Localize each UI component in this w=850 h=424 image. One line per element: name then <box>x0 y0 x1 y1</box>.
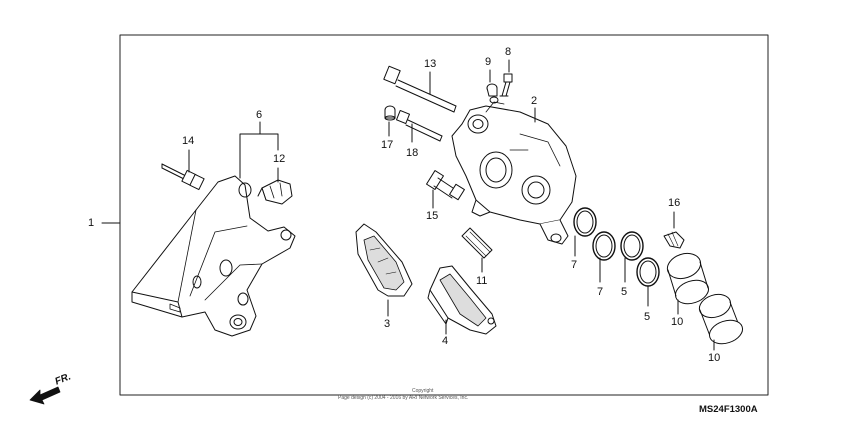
pin-bolt <box>161 163 205 191</box>
label-5b[interactable]: 5 <box>644 311 651 323</box>
label-7b[interactable]: 7 <box>597 286 604 298</box>
label-17[interactable]: 17 <box>381 139 394 151</box>
bleeder-cap <box>486 83 499 104</box>
label-2[interactable]: 2 <box>531 95 538 107</box>
bleeder-valve <box>499 73 513 97</box>
brake-pad-inner <box>355 223 413 297</box>
copyright-title: Copyright <box>412 388 434 394</box>
label-9[interactable]: 9 <box>485 56 492 68</box>
label-14[interactable]: 14 <box>182 135 195 147</box>
dust-seal-b <box>636 257 660 287</box>
caliper-body <box>451 101 577 245</box>
label-1[interactable]: 1 <box>88 217 95 229</box>
label-16[interactable]: 16 <box>668 197 681 209</box>
dust-seal-a <box>620 231 644 261</box>
pin-cap <box>384 105 396 121</box>
label-7a[interactable]: 7 <box>571 259 578 271</box>
label-10a[interactable]: 10 <box>671 316 684 328</box>
front-direction-arrow-icon <box>29 386 61 405</box>
label-10b[interactable]: 10 <box>708 352 721 364</box>
pad-retainer <box>257 179 293 205</box>
piston-seal-a <box>573 207 597 237</box>
copyright-text: Page design (c) 2004 - 2016 by ARI Netwo… <box>338 395 469 401</box>
label-5a[interactable]: 5 <box>621 286 628 298</box>
diagram-code: MS24F1300A <box>699 404 758 415</box>
label-6[interactable]: 6 <box>256 109 263 121</box>
label-8[interactable]: 8 <box>505 46 512 58</box>
leader-6 <box>239 121 279 179</box>
pin-boot <box>663 231 685 249</box>
label-4[interactable]: 4 <box>442 335 449 347</box>
brake-pad-outer <box>427 265 497 335</box>
label-12[interactable]: 12 <box>273 153 286 165</box>
label-18[interactable]: 18 <box>406 147 419 159</box>
piston-a <box>666 252 710 305</box>
piston-seal-b <box>592 231 616 261</box>
label-15[interactable]: 15 <box>426 210 439 222</box>
label-11[interactable]: 11 <box>476 275 488 287</box>
caliper-bracket <box>131 175 296 337</box>
piston-b <box>698 293 744 345</box>
pad-shim <box>461 227 493 259</box>
label-3[interactable]: 3 <box>384 318 391 330</box>
diagram-frame <box>119 34 769 396</box>
sleeve-bolt <box>426 170 465 201</box>
label-13[interactable]: 13 <box>424 58 437 70</box>
caliper-pin-long <box>383 65 457 113</box>
caliper-pin-short <box>395 109 443 142</box>
